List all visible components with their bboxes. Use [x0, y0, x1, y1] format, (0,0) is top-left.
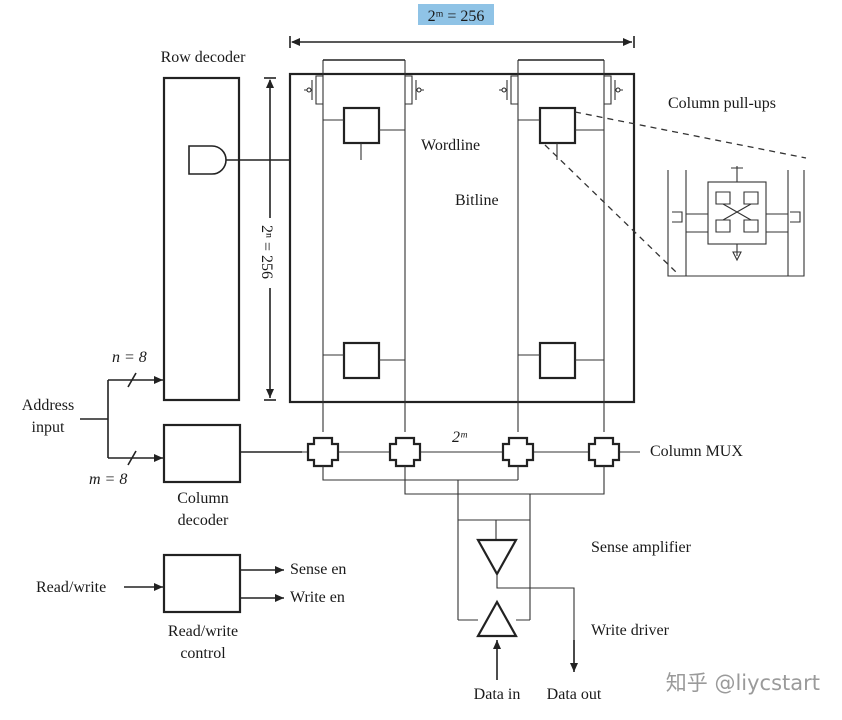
- wordline-label: Wordline: [421, 137, 480, 154]
- address-input-label-line2: input: [32, 419, 65, 436]
- row-height-dimension: 2ⁿ = 256: [258, 77, 280, 401]
- mux-transistor-icon: [587, 436, 621, 468]
- pullup-transistor-icon: [405, 75, 424, 105]
- mux-transistor-icon: [306, 436, 340, 468]
- column-pullups-label: Column pull-ups: [668, 95, 776, 112]
- data-out-label: Data out: [547, 686, 602, 703]
- mux-width-label: 2ᵐ: [452, 429, 468, 446]
- sense-amplifier-label: Sense amplifier: [591, 539, 692, 556]
- n-bits-label: n = 8: [112, 349, 147, 366]
- memory-cell: [538, 341, 577, 380]
- row-decoder-label: Row decoder: [161, 49, 247, 66]
- sense-en-label: Sense en: [290, 561, 346, 578]
- column-decoder-label-line2: decoder: [178, 512, 229, 529]
- column-mux: 2ᵐ Column MUX: [302, 429, 743, 620]
- column-decoder-block: [162, 423, 242, 484]
- highlight-marker: [418, 4, 494, 25]
- memory-cell: [342, 106, 381, 145]
- column-mux-label: Column MUX: [650, 443, 743, 460]
- sense-write-path: Sense amplifier Write driver Data in Dat…: [458, 519, 692, 703]
- write-driver-label: Write driver: [591, 622, 670, 639]
- memory-cell: [342, 341, 381, 380]
- watermark-text: 知乎 @liycstart: [666, 671, 820, 695]
- rw-control-label-line2: control: [180, 645, 226, 662]
- data-in-label: Data in: [474, 686, 521, 703]
- mux-transistor-icon: [501, 436, 535, 468]
- pullup-transistor-icon: [604, 75, 623, 105]
- row-height-label: 2ⁿ = 256: [258, 225, 275, 279]
- column-width-label: 2ᵐ = 256: [428, 8, 485, 25]
- write-en-label: Write en: [290, 589, 345, 606]
- read-write-control-block: [162, 553, 242, 614]
- address-input-label-line1: Address: [22, 397, 74, 414]
- rw-control-label-line1: Read/write: [168, 623, 238, 640]
- pullup-transistor-icon: [304, 75, 323, 105]
- read-write-control: Read/write Sense en Write en Read/write …: [36, 553, 346, 662]
- column-width-dimension: 2ᵐ = 256: [289, 4, 635, 48]
- row-decoder-block: [162, 76, 241, 402]
- sense-amplifier-icon: [476, 538, 518, 577]
- mux-transistor-icon: [388, 436, 422, 468]
- column-decoder: Column decoder: [162, 423, 302, 529]
- address-input: Address input n = 8 m = 8: [22, 349, 163, 488]
- memory-cell: [538, 106, 577, 145]
- bitline-label: Bitline: [455, 192, 499, 209]
- write-driver-icon: [476, 599, 518, 638]
- pullup-transistor-icon: [499, 75, 518, 105]
- column-decoder-label-line1: Column: [177, 490, 229, 507]
- and-gate-icon: [188, 145, 227, 175]
- m-bits-label: m = 8: [89, 471, 127, 488]
- read-write-input-label: Read/write: [36, 579, 106, 596]
- memory-array: Wordline Bitline: [288, 59, 636, 432]
- cell-zoom-detail: Column pull-ups: [544, 95, 807, 277]
